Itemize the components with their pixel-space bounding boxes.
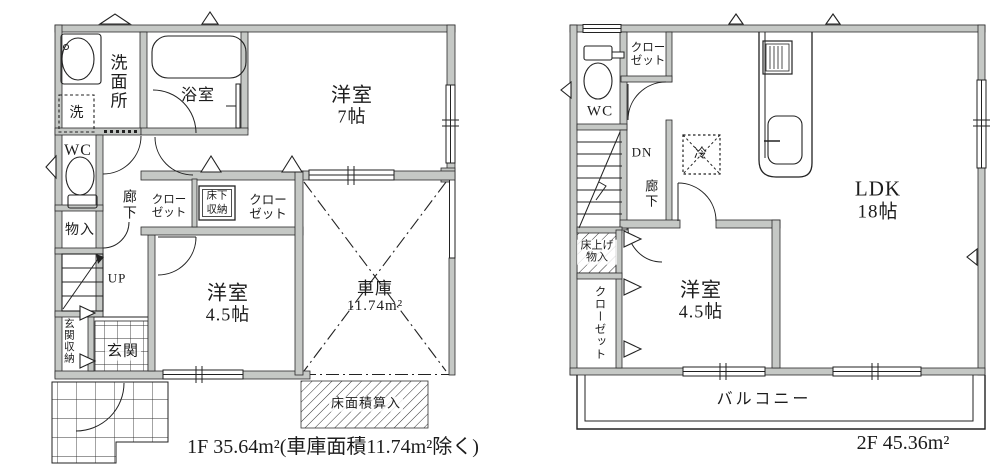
kitchen-counter bbox=[758, 32, 813, 178]
porch-tile bbox=[51, 381, 169, 464]
label-wc-2f: WC bbox=[586, 103, 614, 120]
underfloor-storage-icon bbox=[198, 185, 236, 221]
staircase-down-icon bbox=[577, 131, 622, 229]
label-closet-1f-left: クローゼット bbox=[151, 194, 187, 219]
staircase-up-icon bbox=[61, 253, 104, 312]
floor2-windows bbox=[582, 24, 990, 380]
label-stairs-down: DN bbox=[631, 144, 653, 160]
label-closet-1f-right: クローゼット bbox=[249, 193, 287, 221]
label-entrance: 玄関 bbox=[104, 343, 142, 361]
label-hall-2f: 廊下 bbox=[643, 179, 659, 209]
label-underfloor-storage: 床下収納 bbox=[206, 190, 228, 215]
floor1-plan bbox=[45, 11, 459, 464]
toilet-icon bbox=[65, 156, 98, 209]
label-storage-1f: 物入 bbox=[65, 223, 95, 239]
bath-rail-icon bbox=[226, 83, 241, 129]
floor1-door-arcs bbox=[75, 89, 197, 432]
label-bedroom45-2f: 洋室 4.5帖 bbox=[678, 279, 724, 323]
floor1-vent-marks bbox=[45, 11, 303, 369]
label-stairs-up: UP bbox=[107, 270, 127, 286]
label-garage: 車庫 11.74m² bbox=[346, 279, 404, 315]
label-raised-storage: 床上げ物入 bbox=[577, 239, 617, 265]
bathtub-icon bbox=[151, 35, 247, 79]
caption-floor2: 2F 45.36m² bbox=[856, 431, 950, 454]
garage-cross-mark bbox=[303, 181, 458, 376]
floor2-walls bbox=[569, 24, 986, 376]
refrigerator-icon bbox=[682, 134, 721, 175]
label-wc-1f: WC bbox=[64, 142, 92, 160]
stove-icon bbox=[762, 40, 793, 75]
floor2-vent-marks bbox=[560, 13, 978, 358]
label-fridge: 冷 bbox=[693, 145, 709, 161]
floor2-door-arcs bbox=[627, 81, 717, 263]
label-bedroom45-1f: 洋室 4.5帖 bbox=[205, 282, 251, 326]
label-ldk: LDK 18帖 bbox=[854, 176, 902, 223]
label-closet-2f-left: クローゼット bbox=[593, 285, 606, 361]
floor2-plan bbox=[560, 13, 990, 430]
label-bedroom7: 洋室 7帖 bbox=[331, 84, 373, 128]
label-hall-1f: 廊下 bbox=[120, 189, 136, 221]
label-washer: 洗 bbox=[69, 106, 85, 122]
label-washroom: 洗面所 bbox=[107, 53, 127, 111]
label-entrance-storage: 玄関収納 bbox=[62, 318, 74, 364]
washing-machine-icon bbox=[58, 94, 95, 133]
label-closet-2f-top: クローゼット bbox=[630, 42, 666, 67]
kitchen-sink-icon bbox=[764, 115, 803, 165]
label-balcony: バルコニー bbox=[716, 391, 812, 409]
sink-icon bbox=[60, 33, 102, 85]
balcony-rail bbox=[576, 375, 986, 430]
caption-floor1: 1F 35.64m²(車庫面積11.74m²除く) bbox=[187, 435, 479, 458]
label-bath: 浴室 bbox=[180, 87, 216, 105]
floor1-windows bbox=[162, 84, 459, 383]
toilet-2f-icon bbox=[583, 45, 625, 100]
label-floor-area-note: 床面積算入 bbox=[328, 395, 404, 412]
